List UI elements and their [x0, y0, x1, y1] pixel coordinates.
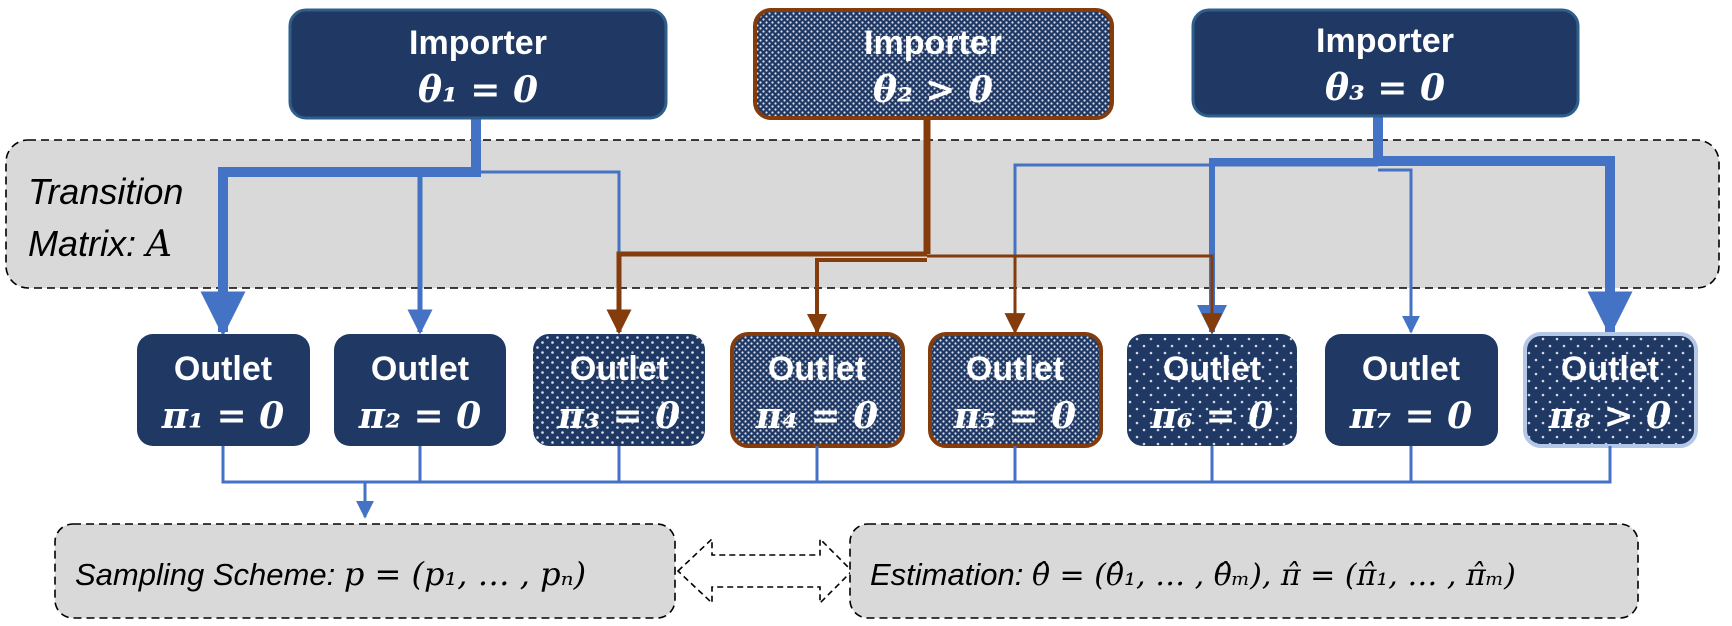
outlet-4: Outlet π₄ = 0 [730, 332, 905, 448]
estimation-box [849, 523, 1639, 619]
bus-line [221, 446, 1612, 484]
importer-2-title: Importer [864, 24, 1002, 62]
outlet-3-box [533, 334, 705, 446]
outlet-7-title: Outlet [1362, 350, 1460, 388]
importer-2-box [753, 8, 1114, 120]
outlet-8-title: Outlet [1561, 350, 1659, 388]
outlet-1-title: Outlet [174, 350, 272, 388]
importer-1-title: Importer [409, 24, 547, 62]
sampling-scheme-math: p = (p₁, … , pₙ) [344, 555, 586, 593]
estimation-text: Estimation: θ̂ = (θ̂₁, … , θ̂ₘ), π̂ = (π… [870, 557, 1516, 593]
collection-bus [221, 446, 1612, 519]
outlet-1-box [137, 334, 310, 446]
outlet-1-math: π₁ = 0 [161, 395, 284, 437]
outlet-3-title: Outlet [570, 350, 668, 388]
flow-i2-o6 [927, 254, 1223, 335]
outlet-2-math: π₂ = 0 [358, 395, 481, 437]
importer-1: Importer θ₁ = 0 [288, 8, 668, 120]
transition-label-text: Matrix: [28, 223, 146, 264]
outlet-3-math: π₃ = 0 [557, 395, 680, 437]
flow-i1-o1 [200, 118, 481, 337]
outlet-7: Outlet π₇ = 0 [1325, 334, 1498, 446]
outlet-7-math: π₇ = 0 [1349, 395, 1472, 437]
sampling-scheme-text: Sampling Scheme: p = (p₁, … , pₙ) [75, 555, 586, 593]
importer-2-math: θ₂ > 0 [873, 69, 993, 111]
importer-3-title: Importer [1316, 22, 1454, 60]
estimation-math: θ̂ = (θ̂₁, … , θ̂ₘ), π̂ = (π̂₁, … , π̂ₘ) [1032, 558, 1516, 593]
outlet-3: Outlet π₃ = 0 [533, 334, 705, 446]
outlet-6-math: π₆ = 0 [1150, 395, 1273, 437]
outlet-5-title: Outlet [966, 350, 1064, 388]
importer-3-box [1191, 8, 1580, 118]
estimation-label: Estimation: [870, 557, 1032, 592]
flow-i3-o8 [1373, 116, 1633, 337]
outlet-6-title: Outlet [1163, 350, 1261, 388]
outlet-7-box [1325, 334, 1498, 446]
outlet-5-math: π₅ = 0 [953, 395, 1076, 437]
outlet-2-title: Outlet [371, 350, 469, 388]
outlet-1: Outlet π₁ = 0 [137, 334, 310, 446]
importer-3-math: θ₃ = 0 [1325, 67, 1445, 109]
outlet-6: Outlet π₆ = 0 [1127, 334, 1297, 446]
flow-i2-o3 [606, 251, 927, 335]
transition-label-line2: Matrix: A [28, 223, 172, 265]
outlet-2-box [334, 334, 506, 446]
sampling-scheme-box [54, 523, 676, 619]
sampling-scheme: Sampling Scheme: p = (p₁, … , pₙ) [54, 523, 676, 619]
outlet-8: Outlet π₈ > 0 [1523, 332, 1698, 448]
double-arrow [676, 537, 854, 605]
sampling-scheme-label: Sampling Scheme: [75, 557, 344, 592]
outlet-8-math: π₈ > 0 [1548, 395, 1671, 437]
estimation: Estimation: θ̂ = (θ̂₁, … , θ̂ₘ), π̂ = (π… [849, 523, 1639, 619]
outlet-2: Outlet π₂ = 0 [334, 334, 506, 446]
transition-label-line1: Transition [28, 171, 183, 212]
outlet-4-math: π₄ = 0 [755, 395, 878, 437]
importer-2: Importer θ₂ > 0 [753, 8, 1114, 120]
outlet-6-box [1127, 334, 1297, 446]
importer-1-math: θ₁ = 0 [418, 69, 538, 111]
flow-i3-o7 [1378, 168, 1420, 334]
flow-i2-o4 [807, 258, 927, 334]
flow-i1-o2 [407, 169, 476, 335]
outlet-4-title: Outlet [768, 350, 866, 388]
flows-importer-2 [606, 118, 1223, 335]
importer-1-box [288, 8, 668, 120]
transition-label-math: A [143, 224, 172, 265]
outlet-5: Outlet π₅ = 0 [928, 332, 1103, 448]
importer-3: Importer θ₃ = 0 [1191, 8, 1580, 118]
